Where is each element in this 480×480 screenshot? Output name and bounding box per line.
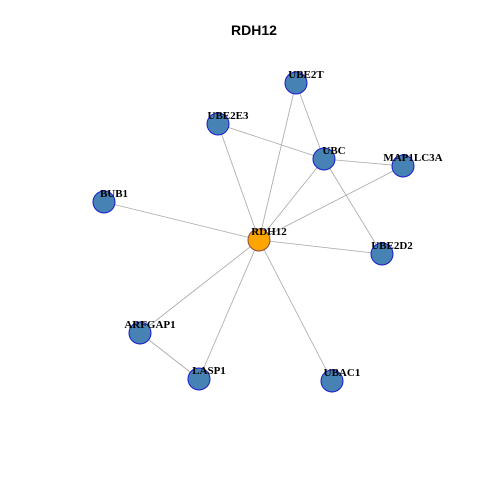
diagram-title: RDH12 (231, 22, 277, 38)
node-label: RDH12 (251, 226, 287, 238)
node-circle (247, 228, 271, 252)
node-circle (206, 112, 230, 136)
node-circle (320, 369, 344, 393)
node-arfgap1: ARFGAP1 (124, 319, 176, 345)
node-label: BUB1 (100, 188, 128, 200)
node-ube2d2: UBE2D2 (370, 240, 413, 266)
node-circle (312, 147, 336, 171)
node-ube2t: UBE2T (284, 69, 324, 95)
node-label: UBE2D2 (371, 240, 413, 252)
edge-ube2t-ubc (295, 82, 325, 160)
edge-rdh12-arfgap1 (139, 239, 260, 334)
node-label: LASP1 (192, 365, 226, 377)
node-map1lc3a: MAP1LC3A (383, 152, 443, 178)
edge-rdh12-ube2d2 (258, 239, 383, 255)
node-ubc: UBC (312, 145, 346, 171)
node-label: UBC (322, 145, 345, 157)
edge-rdh12-bub1 (103, 201, 260, 241)
edge-rdh12-ube2e3 (217, 123, 260, 241)
node-label: MAP1LC3A (383, 152, 442, 164)
edges-layer (103, 82, 404, 382)
node-circle (187, 367, 211, 391)
edge-rdh12-map1lc3a (258, 165, 404, 241)
edge-rdh12-lasp1 (198, 239, 260, 380)
node-label: ARFGAP1 (124, 319, 175, 331)
node-ube2e3: UBE2E3 (206, 110, 249, 136)
node-circle (391, 154, 415, 178)
node-bub1: BUB1 (92, 188, 128, 214)
edge-ubc-map1lc3a (323, 158, 404, 167)
node-circle (128, 321, 152, 345)
node-circle (284, 71, 308, 95)
edge-arfgap1-lasp1 (139, 332, 200, 380)
node-label: UBE2T (288, 69, 324, 81)
node-ubac1: UBAC1 (320, 367, 361, 393)
edge-rdh12-ubc (258, 158, 325, 241)
node-circle (92, 190, 116, 214)
node-circle (370, 242, 394, 266)
edge-rdh12-ube2t (258, 82, 297, 241)
edge-ube2e3-ubc (217, 123, 325, 160)
node-label: UBAC1 (324, 367, 361, 379)
node-lasp1: LASP1 (187, 365, 226, 391)
node-label: UBE2E3 (208, 110, 249, 122)
edge-ubc-ube2d2 (323, 158, 383, 255)
node-rdh12: RDH12 (247, 226, 287, 252)
edge-rdh12-ubac1 (258, 239, 333, 382)
